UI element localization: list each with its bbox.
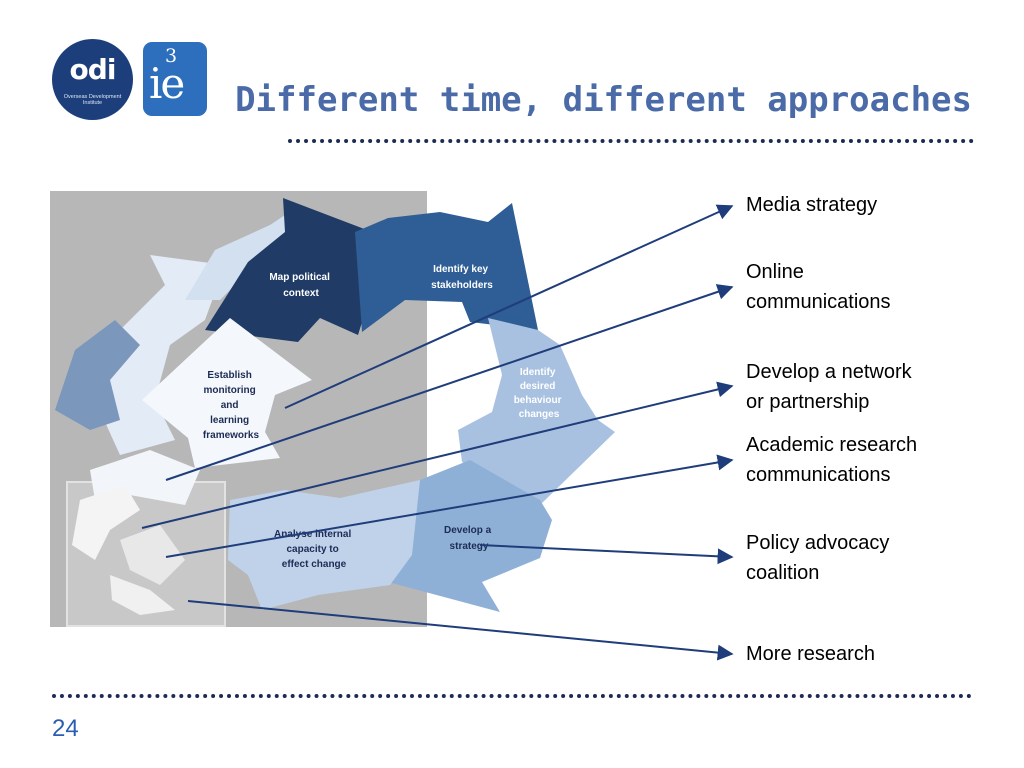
approach-line: Media strategy: [746, 194, 878, 216]
step-label-analyse-capacity: Analyse internal capacity to effect chan…: [274, 529, 354, 570]
step-label-line: Map political: [269, 272, 330, 283]
title-divider: [288, 139, 974, 143]
3ie-logo-word: ie: [149, 59, 185, 108]
approach-line: Develop a network: [746, 361, 912, 383]
step-label-line: and: [221, 400, 239, 411]
approach-network-partnership: Develop a network or partnership: [746, 357, 986, 417]
step-label-line: behaviour: [514, 395, 562, 406]
step-arrow-behaviour-changes: [458, 318, 615, 505]
connector-media-strategy: [284, 204, 734, 409]
odi-logo: odi Overseas Development Institute: [52, 39, 133, 120]
approach-online-communications: Online communications: [746, 257, 986, 317]
approach-line: communications: [746, 464, 891, 486]
step-label-line: changes: [519, 409, 560, 420]
approach-line: Online: [746, 261, 804, 283]
footer-divider: [52, 694, 972, 698]
step-label-line: learning: [210, 415, 249, 426]
connector-network-partnership: [141, 381, 734, 529]
approach-policy-advocacy: Policy advocacy coalition: [746, 528, 986, 588]
step-arrow-analyse-capacity: [228, 480, 420, 610]
odi-logo-word: odi: [69, 53, 117, 86]
step-label-line: desired: [520, 381, 556, 392]
connector-academic-research: [165, 454, 734, 558]
inset-mini-cycle: [72, 485, 185, 615]
step-label-line: capacity to: [286, 544, 338, 555]
step-label-line: context: [283, 288, 319, 299]
odi-logo-subtitle: Overseas Development Institute: [63, 94, 122, 106]
connector-online-communications: [165, 284, 734, 481]
step-label-line: Develop a: [444, 525, 492, 536]
approach-line: coalition: [746, 562, 820, 584]
slide-title: Different time, different approaches: [235, 80, 972, 120]
step-label-line: strategy: [450, 541, 489, 552]
step-label-line: Identify: [520, 367, 556, 378]
3ie-logo-superscript: 3: [165, 45, 178, 67]
3ie-logo: 3 ie: [143, 42, 207, 116]
page-number: 24: [52, 715, 79, 742]
approach-academic-research: Academic research communications: [746, 430, 986, 490]
approach-more-research: More research: [746, 639, 986, 669]
step-label-line: Establish: [207, 370, 251, 381]
step-label-behaviour-changes: Identify desired behaviour changes: [514, 367, 565, 420]
approach-line: or partnership: [746, 391, 870, 413]
connector-policy-advocacy: [479, 544, 734, 565]
step-label-line: effect change: [282, 559, 347, 570]
approach-line: Policy advocacy: [746, 532, 890, 554]
step-label-line: stakeholders: [431, 280, 493, 291]
step-label-line: monitoring: [204, 385, 256, 396]
approach-media-strategy: Media strategy: [746, 190, 986, 220]
step-arrow-monitoring: [142, 318, 312, 468]
connector-more-research: [187, 600, 734, 661]
step-label-line: frameworks: [203, 430, 260, 441]
step-label-identify-stakeholders: Identify key stakeholders: [431, 264, 493, 291]
approach-line: More research: [746, 643, 875, 665]
faded-background-arrows: [55, 205, 300, 505]
step-label-map-political-context: Map political context: [269, 272, 332, 299]
step-label-develop-strategy: Develop a strategy: [444, 525, 494, 552]
step-label-line: Analyse internal: [274, 529, 351, 540]
approach-line: Academic research: [746, 434, 918, 456]
connector-lines: [141, 204, 734, 661]
approach-line: communications: [746, 291, 891, 313]
step-label-line: Identify key: [433, 264, 488, 275]
step-label-monitoring: Establish monitoring and learning framew…: [203, 370, 260, 441]
step-arrow-identify-stakeholders: [355, 203, 538, 332]
step-arrow-map-political-context: [205, 198, 388, 342]
